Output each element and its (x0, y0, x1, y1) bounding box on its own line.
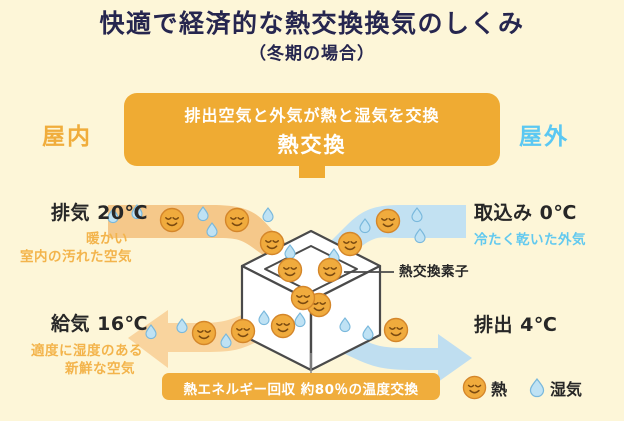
recovery-rate-pill: 熱エネルギー回収 約80％の温度交換 (162, 373, 440, 400)
legend-label-humidity: 湿気 (550, 379, 583, 399)
intake-temperature: 取込み 0℃ (474, 202, 577, 224)
supply-description-line-1: 適度に湿度のある (31, 343, 143, 359)
page-subtitle: （冬期の場合） (249, 44, 375, 64)
supply-description-line-2: 新鮮な空気 (65, 361, 135, 377)
page-title: 快適で経済的な熱交換換気のしくみ (99, 9, 525, 38)
legend-item-humidity: 湿気 (528, 376, 582, 400)
flow-band-exhaust (108, 205, 306, 286)
flow-arrow-discharge (302, 292, 472, 382)
recovery-rate-text: 熱エネルギー回収 約80％の温度交換 (183, 382, 419, 398)
core-callout-label: 熱交換素子 (399, 264, 469, 280)
banner-line-2: 熱交換 (277, 133, 347, 157)
water-drop-icon (529, 377, 545, 397)
legend-label-heat: 熱 (491, 379, 508, 399)
legend: 熱 湿気 (462, 375, 582, 400)
flow-band-intake (314, 205, 466, 284)
banner-tail (299, 166, 325, 178)
supply-temperature: 給気 16℃ (51, 313, 149, 335)
heat-exchange-banner: 排出空気と外気が熱と湿気を交換 熱交換 (124, 93, 500, 166)
exhaust-temperature: 排気 20℃ (51, 202, 149, 224)
zone-label-indoor: 屋内 (42, 124, 92, 150)
banner-line-1: 排出空気と外気が熱と湿気を交換 (184, 106, 440, 125)
smiley-face-icon (462, 375, 487, 400)
legend-item-heat: 熱 (462, 375, 507, 400)
exhaust-description-line-1: 暖かい (86, 231, 128, 247)
zone-label-outdoor: 屋外 (519, 124, 569, 150)
intake-description-line-1: 冷たく乾いた外気 (474, 232, 586, 248)
exhaust-description-line-2: 室内の汚れた空気 (20, 249, 132, 265)
discharge-temperature: 排出 4℃ (474, 314, 558, 336)
